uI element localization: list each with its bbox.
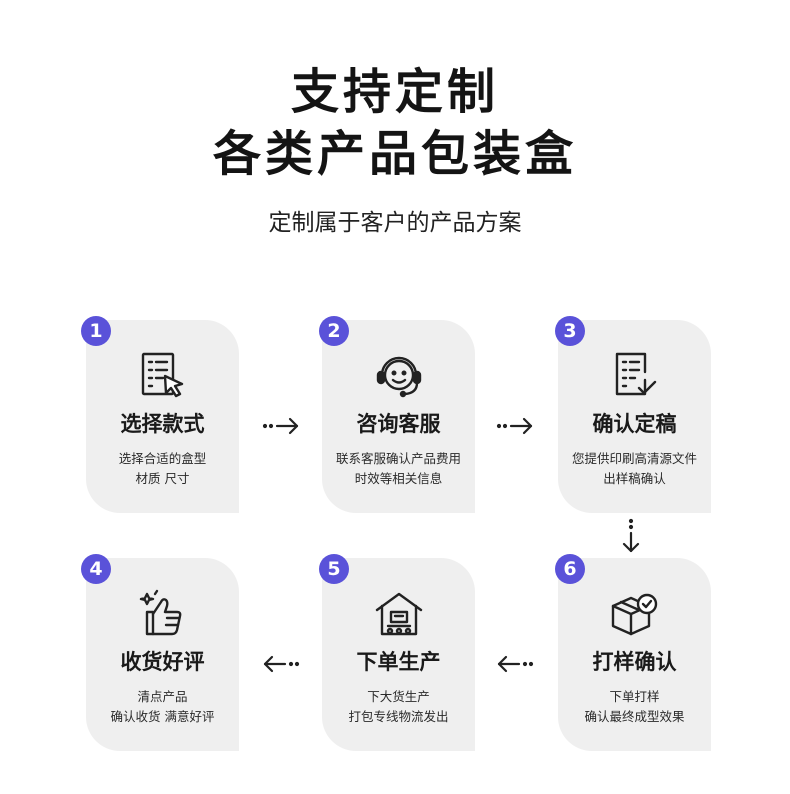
box-check-icon bbox=[611, 593, 658, 636]
step-4-desc-line2: 确认收货 满意好评 bbox=[110, 709, 215, 724]
step-5-desc-line2: 打包专线物流发出 bbox=[348, 709, 449, 724]
step-1-description: 选择合适的盒型 材质 尺寸 bbox=[86, 449, 239, 489]
arrow-left-icon bbox=[263, 655, 300, 673]
step-5-desc-line1: 下大货生产 bbox=[367, 689, 430, 704]
step-2-desc-line1: 联系客服确认产品费用 bbox=[335, 451, 461, 466]
step-4-badge: 4 bbox=[81, 554, 111, 584]
arrow-left-icon bbox=[497, 655, 534, 673]
step-6-card: 打样确认 下单打样 确认最终成型效果 bbox=[558, 558, 711, 751]
step-1-badge: 1 bbox=[81, 316, 111, 346]
step-2-desc-line2: 时效等相关信息 bbox=[354, 471, 443, 486]
step-5-title: 下单生产 bbox=[356, 650, 441, 674]
step-5-description: 下大货生产 打包专线物流发出 bbox=[322, 687, 475, 727]
step-3-card: 确认定稿 您提供印刷高清源文件 出样稿确认 bbox=[558, 320, 711, 513]
step-3-desc-line1: 您提供印刷高清源文件 bbox=[571, 451, 697, 466]
step-6-desc-line1: 下单打样 bbox=[609, 689, 660, 704]
step-3-title: 确认定稿 bbox=[592, 412, 677, 436]
page-subtitle: 定制属于客户的产品方案 bbox=[268, 210, 522, 236]
arrow-down-icon bbox=[622, 518, 640, 553]
step-3-desc-line2: 出样稿确认 bbox=[603, 471, 666, 486]
page-title-line2: 各类产品包装盒 bbox=[212, 126, 577, 182]
arrow-right-icon bbox=[496, 417, 533, 435]
arrow-right-icon bbox=[262, 417, 299, 435]
step-3-badge: 3 bbox=[555, 316, 585, 346]
page-title-line1: 支持定制 bbox=[290, 64, 499, 120]
factory-icon bbox=[375, 592, 423, 636]
step-2-badge: 2 bbox=[319, 316, 349, 346]
step-1-card: 选择款式 选择合适的盒型 材质 尺寸 bbox=[86, 320, 239, 513]
step-6-title: 打样确认 bbox=[592, 650, 677, 674]
document-check-icon bbox=[615, 352, 657, 396]
step-1-desc-line2: 材质 尺寸 bbox=[135, 471, 190, 486]
step-4-card: 收货好评 清点产品 确认收货 满意好评 bbox=[86, 558, 239, 751]
step-1-desc-line1: 选择合适的盒型 bbox=[118, 451, 207, 466]
step-4-title: 收货好评 bbox=[120, 650, 205, 674]
step-4-desc-line1: 清点产品 bbox=[137, 689, 188, 704]
step-6-description: 下单打样 确认最终成型效果 bbox=[558, 687, 711, 727]
customer-service-headset-icon bbox=[376, 356, 422, 398]
step-2-title: 咨询客服 bbox=[356, 412, 441, 436]
step-4-description: 清点产品 确认收货 满意好评 bbox=[86, 687, 239, 727]
step-1-title: 选择款式 bbox=[120, 412, 205, 436]
step-5-badge: 5 bbox=[319, 554, 349, 584]
step-5-card: 下单生产 下大货生产 打包专线物流发出 bbox=[322, 558, 475, 751]
step-2-card: 咨询客服 联系客服确认产品费用 时效等相关信息 bbox=[322, 320, 475, 513]
thumbs-up-icon bbox=[139, 589, 182, 636]
step-6-desc-line2: 确认最终成型效果 bbox=[584, 709, 685, 724]
step-6-badge: 6 bbox=[555, 554, 585, 584]
step-3-description: 您提供印刷高清源文件 出样稿确认 bbox=[558, 449, 711, 489]
checklist-cursor-icon bbox=[141, 352, 184, 398]
step-2-description: 联系客服确认产品费用 时效等相关信息 bbox=[322, 449, 475, 489]
